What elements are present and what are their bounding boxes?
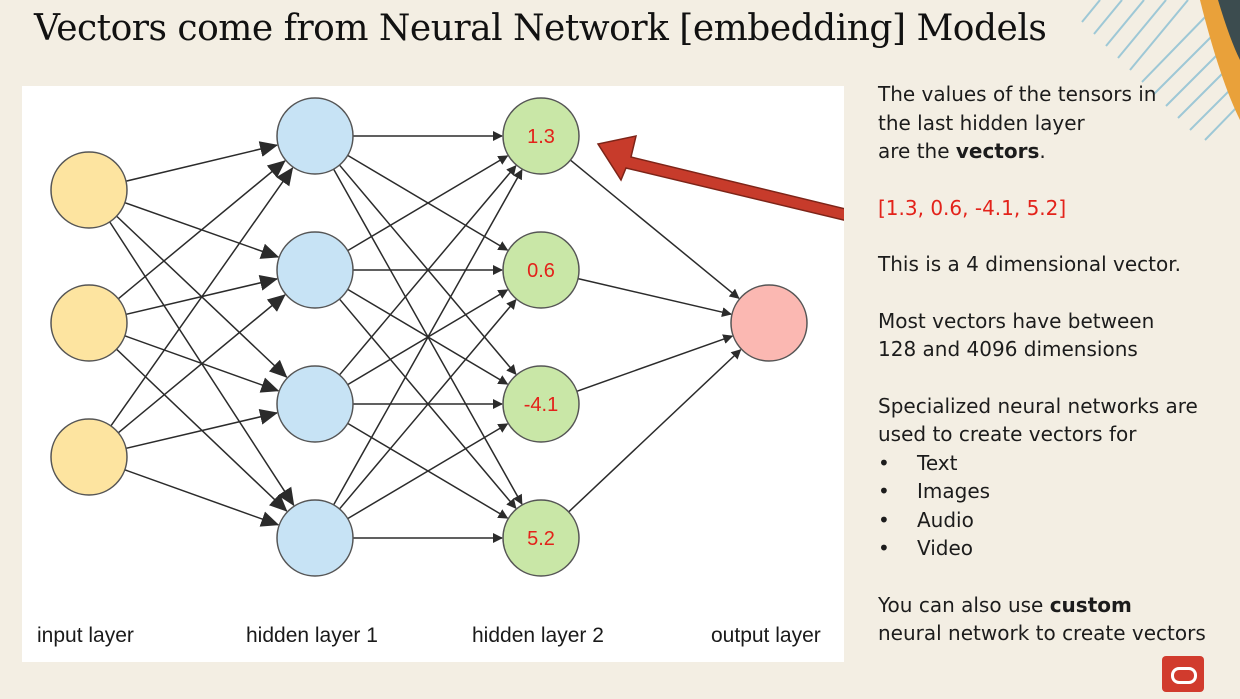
output-layer-label: output layer: [711, 624, 821, 647]
connection-edge: [110, 167, 294, 427]
corner-decoration: [1081, 0, 1240, 141]
para-tensors-line2: the last hidden layer: [878, 110, 1085, 135]
neural-network-diagram: 1.3 0.6 -4.1 5.2 input layer hidden layer 1…: [22, 86, 844, 662]
vectors-emphasis: vectors: [955, 139, 1040, 163]
connection-edge: [338, 165, 517, 376]
connection-edge: [125, 408, 279, 450]
list-item: Video: [878, 534, 1218, 563]
modality-list: Text Images Audio Video: [878, 449, 1218, 563]
connection-edge: [347, 155, 509, 252]
input-node: [50, 418, 128, 496]
output-node: [730, 284, 808, 362]
node-value-label: -4.1: [524, 394, 558, 416]
para-tensors-line3: are the vectors.: [878, 139, 1046, 163]
node-value-label: 0.6: [527, 260, 555, 282]
explanation-text: The values of the tensors in the last hi…: [878, 80, 1218, 648]
input-layer-label: input layer: [37, 624, 134, 647]
slide-title: Vectors come from Neural Network [embedd…: [34, 8, 1047, 49]
para-range-line2: 128 and 4096 dimensions: [878, 337, 1138, 361]
custom-emphasis: custom: [1049, 592, 1132, 617]
para-custom-line2: neural network to create vectors: [878, 621, 1206, 645]
hidden-layer-1-label: hidden layer 1: [246, 624, 378, 647]
connection-edge: [577, 277, 732, 318]
hidden1-node: [276, 365, 354, 443]
hidden2-node: [502, 499, 580, 577]
connection-edge: [332, 169, 523, 506]
connection-edge: [576, 334, 734, 392]
oracle-logo: [1162, 656, 1204, 692]
list-item: Images: [878, 477, 1218, 506]
pointer-arrow: [596, 135, 844, 221]
para-tensors-line1: The values of the tensors in: [878, 82, 1157, 106]
hidden1-node: [276, 231, 354, 309]
vector-literal: [1.3, 0.6, -4.1, 5.2]: [878, 195, 1067, 220]
connection-edge: [569, 159, 740, 299]
connection-edge: [568, 349, 742, 513]
input-node: [50, 151, 128, 229]
para-range-line1: Most vectors have between: [878, 308, 1155, 333]
connection-edge: [117, 160, 286, 300]
hidden1-node: [276, 499, 354, 577]
connection-edge: [117, 294, 286, 434]
para-dimension: This is a 4 dimensional vector.: [878, 252, 1181, 276]
node-value-label: 5.2: [527, 528, 555, 550]
connection-edge: [124, 469, 280, 527]
hidden2-node: [502, 365, 580, 443]
network-svg: 1.3 0.6 -4.1 5.2: [50, 97, 844, 577]
connection-edge: [338, 299, 517, 510]
hidden-layer-2-label: hidden layer 2: [472, 624, 604, 647]
connection-edge: [347, 423, 509, 520]
input-node: [50, 284, 128, 362]
connection-edge: [125, 141, 279, 182]
para-specialized-line1: Specialized neural networks are: [878, 393, 1198, 418]
para-custom-line1: You can also use custom: [878, 592, 1132, 617]
list-item: Text: [878, 449, 1218, 478]
hidden2-node: [502, 231, 580, 309]
hidden1-node: [276, 97, 354, 175]
para-specialized-line2: used to create vectors for: [878, 422, 1137, 446]
hidden2-node: [502, 97, 580, 175]
node-value-label: 1.3: [527, 126, 555, 148]
list-item: Audio: [878, 506, 1218, 535]
